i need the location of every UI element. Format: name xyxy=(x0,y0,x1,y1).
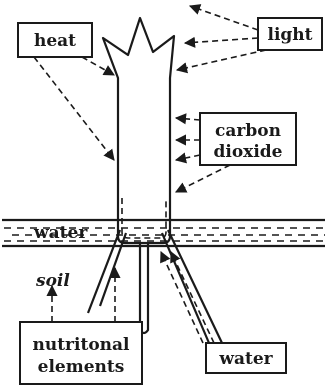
plant-root xyxy=(140,243,148,333)
heat-label-box: heat xyxy=(18,23,92,57)
heat-arrow-to-crown xyxy=(82,57,114,75)
light-arrow-middle xyxy=(185,38,258,43)
heat-arrow-to-stem xyxy=(34,57,114,160)
nutritional-elements-label-line2: elements xyxy=(38,357,125,377)
water-source-label-box: water xyxy=(206,343,286,373)
plant-base-dashed xyxy=(122,198,166,238)
soil-line-right-inner xyxy=(162,233,209,343)
water-arrow-outer xyxy=(171,252,214,343)
carbon-dioxide-arrow-4 xyxy=(176,165,230,192)
carbon-dioxide-arrow-1 xyxy=(176,118,200,120)
carbon-dioxide-label-line1: carbon xyxy=(215,121,281,141)
carbon-dioxide-arrow-3 xyxy=(176,155,200,160)
nutritional-elements-label-line1: nutritonal xyxy=(32,335,130,355)
carbon-dioxide-label-box: carbon dioxide xyxy=(200,113,296,165)
heat-label: heat xyxy=(34,31,76,51)
water-arrow-inner xyxy=(161,252,203,343)
carbon-dioxide-label-line2: dioxide xyxy=(214,142,283,162)
water-source-label: water xyxy=(218,349,273,369)
water-layer-label: water xyxy=(33,223,88,243)
light-label: light xyxy=(267,25,312,45)
light-arrow-top xyxy=(190,6,258,30)
plant xyxy=(103,18,174,333)
light-arrow-bottom xyxy=(177,50,266,70)
nutritional-elements-label-box: nutritonal elements xyxy=(20,322,142,384)
plant-crown-and-stem xyxy=(103,18,174,243)
light-label-box: light xyxy=(258,18,322,50)
